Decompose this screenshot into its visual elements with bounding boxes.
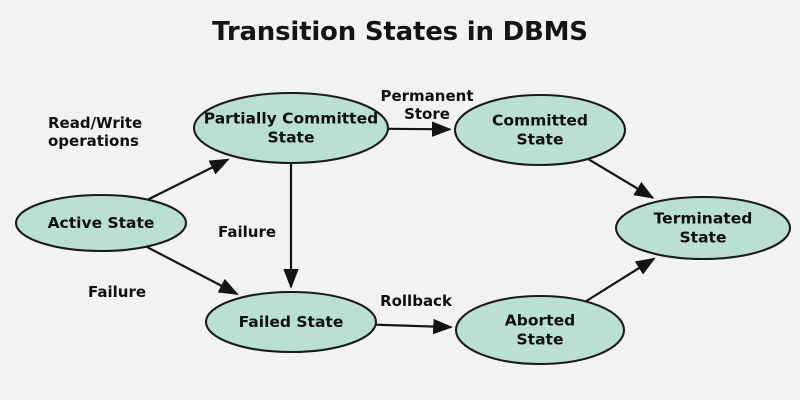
- edge-committed-to-terminated: [587, 157, 655, 199]
- node-failed[interactable]: Failed State: [204, 290, 378, 354]
- node-shape-committed: [453, 93, 627, 167]
- node-active[interactable]: Active State: [14, 193, 188, 253]
- edge-label-partially-to-failed: Failure: [218, 223, 276, 241]
- edge-active-to-failed: [145, 245, 239, 295]
- node-shape-failed: [204, 290, 378, 354]
- node-shape-partially: [192, 91, 390, 165]
- edge-label-active-to-failed: Failure: [88, 283, 146, 301]
- edge-partially-to-committed: [387, 121, 452, 137]
- edge-active-to-partially: [147, 158, 230, 201]
- edge-label-failed-to-aborted: Rollback: [380, 292, 453, 310]
- node-shape-terminated: [614, 195, 792, 261]
- edges-layer: [145, 121, 656, 335]
- node-label-active: Active State: [48, 214, 155, 232]
- edge-aborted-to-terminated: [585, 257, 656, 303]
- page-title: Transition States in DBMS: [212, 17, 588, 47]
- node-shape-active: [14, 193, 188, 253]
- edge-failed-to-aborted: [375, 318, 453, 335]
- node-label-failed: Failed State: [239, 313, 344, 331]
- node-shape-aborted: [454, 294, 626, 366]
